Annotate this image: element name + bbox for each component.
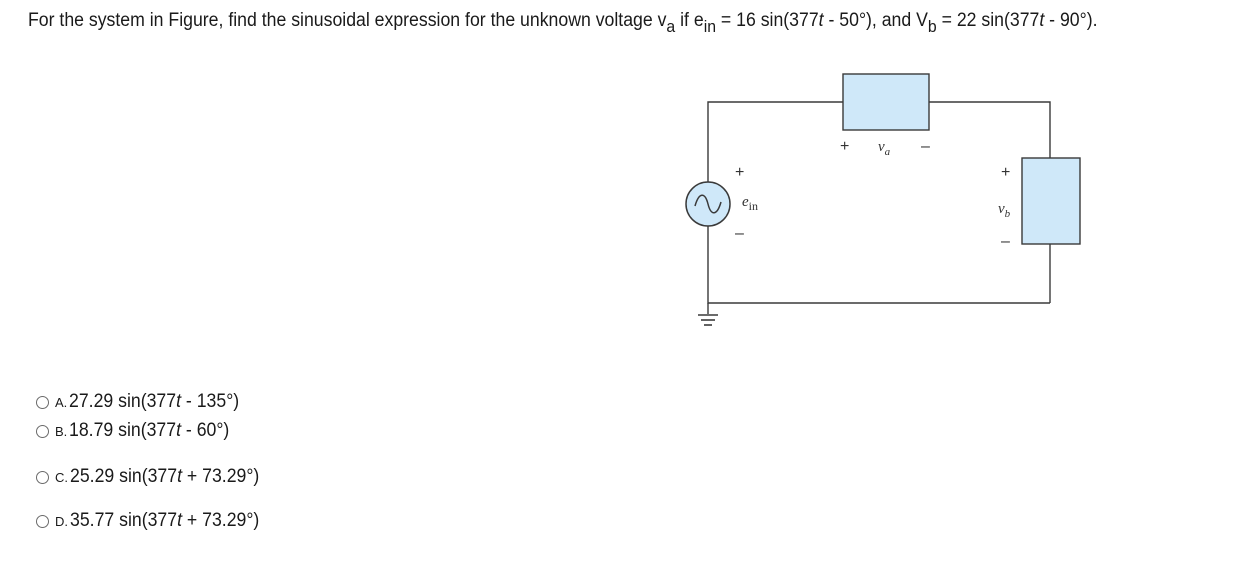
question-part: = 22 sin(377 xyxy=(936,10,1040,31)
option-b-post: - 60°) xyxy=(181,420,230,441)
question-sub: a xyxy=(666,17,676,36)
option-d-letter: D. xyxy=(55,513,68,529)
element-box-b xyxy=(1021,157,1081,245)
option-a-var: t xyxy=(176,391,182,412)
source-label-sub: in xyxy=(749,199,758,213)
va-label: va xyxy=(878,139,891,158)
option-b-pre: 18.79 sin(377 xyxy=(69,420,177,441)
question-text: For the system in Figure, find the sinus… xyxy=(28,10,1098,35)
question-part: For the system in Figure, find the sinus… xyxy=(28,10,667,31)
vb-label-sub: b xyxy=(1005,208,1011,220)
source-plus-sign: + xyxy=(735,164,744,181)
vb-label-main: v xyxy=(998,201,1005,217)
option-c[interactable]: C. 25.29 sin(377t + 73.29°) xyxy=(36,466,274,488)
option-a-letter: A. xyxy=(55,394,68,410)
question-part: - 50°), and V xyxy=(823,10,928,31)
option-a-radio[interactable] xyxy=(36,395,49,409)
question-part: = 16 sin(377 xyxy=(716,10,819,31)
option-d-var: t xyxy=(177,510,183,531)
va-plus-sign: + xyxy=(840,138,849,155)
option-c-post: + 73.29°) xyxy=(182,466,260,487)
option-b[interactable]: B. 18.79 sin(377t - 60°) xyxy=(36,420,242,442)
va-label-sub: a xyxy=(885,146,891,158)
option-d-radio[interactable] xyxy=(36,514,49,528)
vb-minus-sign: – xyxy=(1001,233,1010,250)
option-b-var: t xyxy=(176,420,182,441)
option-b-radio[interactable] xyxy=(36,424,49,438)
option-b-letter: B. xyxy=(55,423,68,439)
wire-bottom xyxy=(707,226,1050,304)
option-a-text: 27.29 sin(377t - 135°) xyxy=(69,391,239,413)
vb-label: vb xyxy=(998,201,1011,220)
vb-plus-sign: + xyxy=(1001,164,1010,181)
wire-top-left xyxy=(707,101,843,182)
question-sub: in xyxy=(703,17,717,36)
question-var: t xyxy=(1039,10,1045,31)
option-d-pre: 35.77 sin(377 xyxy=(70,510,178,531)
source-label: ein xyxy=(742,194,758,213)
question-sub: b xyxy=(927,17,937,36)
question-part: if e xyxy=(675,10,704,31)
wire-top-right xyxy=(929,101,1051,158)
option-d-post: + 73.29°) xyxy=(182,510,260,531)
option-a-pre: 27.29 sin(377 xyxy=(69,391,177,412)
source-minus-sign: – xyxy=(735,225,744,242)
option-c-radio[interactable] xyxy=(36,470,49,484)
ground-icon xyxy=(698,314,718,326)
question-part: - 90°). xyxy=(1044,10,1098,31)
element-box-a xyxy=(842,73,930,131)
va-minus-sign: – xyxy=(921,138,930,155)
option-c-var: t xyxy=(177,466,183,487)
option-c-text: 25.29 sin(377t + 73.29°) xyxy=(70,466,259,488)
option-a[interactable]: A. 27.29 sin(377t - 135°) xyxy=(36,391,252,413)
sine-wave-icon xyxy=(694,194,722,214)
option-d[interactable]: D. 35.77 sin(377t + 73.29°) xyxy=(36,510,274,532)
option-a-post: - 135°) xyxy=(181,391,240,412)
option-b-text: 18.79 sin(377t - 60°) xyxy=(69,420,229,442)
source-label-main: e xyxy=(742,194,749,210)
option-c-pre: 25.29 sin(377 xyxy=(70,466,178,487)
circuit-wires xyxy=(707,101,1051,314)
va-label-main: v xyxy=(878,139,885,155)
option-c-letter: C. xyxy=(55,469,68,485)
option-d-text: 35.77 sin(377t + 73.29°) xyxy=(70,510,259,532)
question-var: t xyxy=(818,10,824,31)
